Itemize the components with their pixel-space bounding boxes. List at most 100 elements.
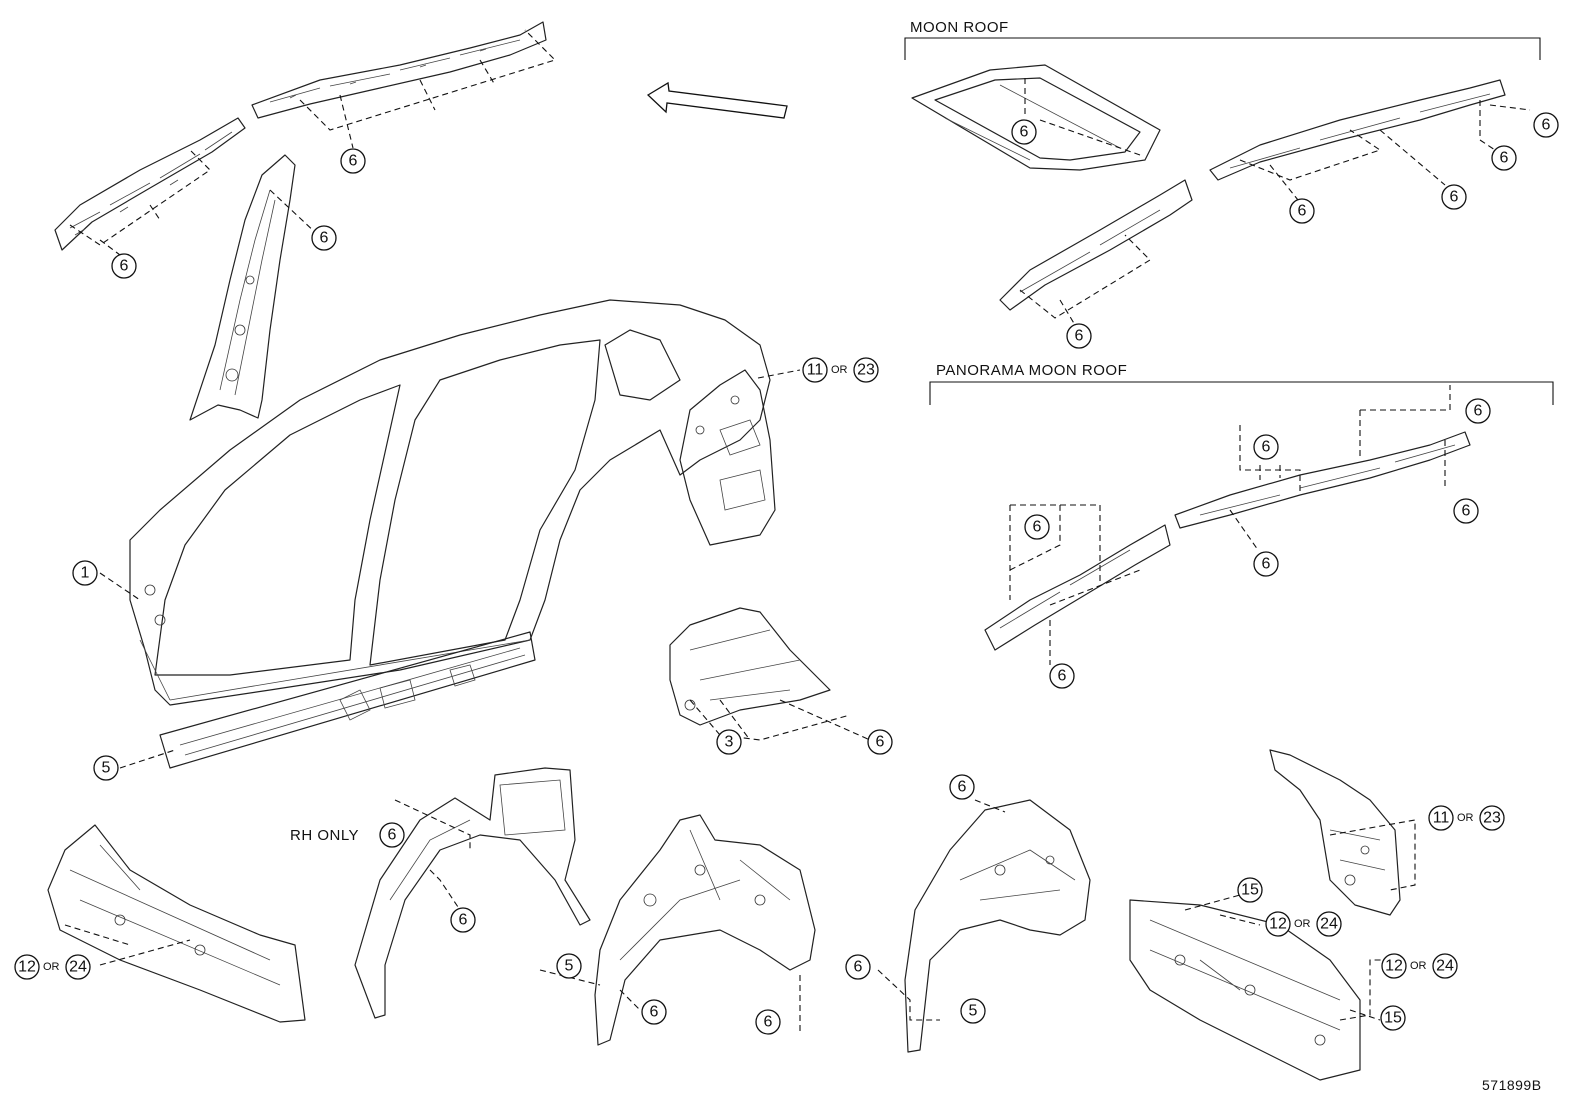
callout-alt-circle xyxy=(1316,911,1342,937)
callout-housing-6b: 6 xyxy=(845,954,871,980)
wheel-housing-inner xyxy=(594,814,816,1046)
roof-rail-front xyxy=(54,117,246,251)
callout-number: 6 xyxy=(1075,328,1084,345)
callout-floor-3: 3 xyxy=(716,729,742,755)
callout-number: 11 xyxy=(807,362,824,379)
moon-roof-rail-rear xyxy=(1209,79,1506,181)
rear-pillar-inner xyxy=(1269,749,1401,916)
callout-number: 6 xyxy=(349,153,358,170)
leader-rhonly xyxy=(394,799,471,911)
callout-number: 6 xyxy=(1262,439,1271,456)
callout-number: 12 xyxy=(1385,958,1403,975)
callout-number: 6 xyxy=(1058,668,1067,685)
callout-number: 6 xyxy=(1474,403,1483,420)
callout-circle xyxy=(1428,805,1454,831)
callout-back-15b: 15 xyxy=(1380,1005,1406,1031)
moon-roof-bracket xyxy=(904,37,1541,60)
leader-roofrail-front xyxy=(69,149,211,256)
callout-number: 3 xyxy=(725,734,734,751)
leader-moon-rail-front xyxy=(1019,234,1151,326)
rh-only-label: RH ONLY xyxy=(290,827,359,844)
callout-circle xyxy=(949,774,975,800)
callout-back-15a: 15 xyxy=(1237,877,1263,903)
callout-circle xyxy=(1253,434,1279,460)
quarter-inner xyxy=(904,799,1091,1053)
callout-number: 6 xyxy=(1462,503,1471,520)
callout-cowl: 12 OR 24 xyxy=(14,954,91,980)
callout-circle xyxy=(72,560,98,586)
callout-circle xyxy=(641,999,667,1025)
callout-moon-frame: 6 xyxy=(1011,119,1037,145)
callout-circle xyxy=(1381,953,1407,979)
callout-circle xyxy=(14,954,40,980)
callout-moon-rail-c: 6 xyxy=(1441,184,1467,210)
callout-number: 15 xyxy=(1384,1010,1402,1027)
callout-circle xyxy=(1289,198,1315,224)
callout-number: 6 xyxy=(120,258,129,275)
moon-roof-label: MOON ROOF xyxy=(910,19,1009,36)
callout-rhonly: 6 xyxy=(379,822,405,848)
leader-cowl xyxy=(64,924,191,966)
callout-number: 11 xyxy=(1433,810,1450,827)
panorama-rail-front xyxy=(984,524,1171,651)
panorama-bracket xyxy=(929,381,1554,405)
callout-number: 5 xyxy=(969,1003,978,1020)
callout-circle xyxy=(802,357,828,383)
callout-moon-rail-e: 6 xyxy=(1533,112,1559,138)
callout-housing-6a: 6 xyxy=(949,774,975,800)
callout-circle xyxy=(1253,551,1279,577)
callout-moon-rail-a: 6 xyxy=(1066,323,1092,349)
callout-number: 12 xyxy=(18,959,36,976)
callout-number: 1 xyxy=(81,565,90,582)
callout-circle xyxy=(845,954,871,980)
callout-alt-circle xyxy=(1479,805,1505,831)
callout-pano-c: 6 xyxy=(1253,434,1279,460)
callout-alt-circle xyxy=(853,357,879,383)
callout-circle xyxy=(1453,498,1479,524)
callout-alt-number: 23 xyxy=(1483,810,1501,827)
callout-number: 6 xyxy=(764,1014,773,1031)
callout-pano-b: 6 xyxy=(1049,663,1075,689)
body-side-outer xyxy=(129,299,776,706)
floor-side xyxy=(669,607,831,726)
moon-roof-rail-front xyxy=(999,179,1193,311)
callout-circle xyxy=(716,729,742,755)
callout-alt-circle xyxy=(65,954,91,980)
callout-number: 6 xyxy=(876,734,885,751)
callout-circle xyxy=(1265,911,1291,937)
callout-number: 6 xyxy=(320,230,329,247)
callout-circle xyxy=(340,148,366,174)
callout-inner-6b: 6 xyxy=(755,1009,781,1035)
callout-circle xyxy=(556,953,582,979)
callout-or: OR xyxy=(1410,960,1427,972)
callout-circle xyxy=(1011,119,1037,145)
rocker-inner xyxy=(159,631,536,769)
leader-rear-pillar xyxy=(1329,819,1416,891)
callout-circle xyxy=(755,1009,781,1035)
callout-circle xyxy=(450,907,476,933)
panorama-label: PANORAMA MOON ROOF xyxy=(936,362,1127,379)
callout-housing-5: 5 xyxy=(960,998,986,1024)
callout-number: 6 xyxy=(1298,203,1307,220)
callout-number: 6 xyxy=(1020,124,1029,141)
callout-pillar: 6 xyxy=(311,225,337,251)
callout-alt-circle xyxy=(1432,953,1458,979)
callout-moon-rail-b: 6 xyxy=(1289,198,1315,224)
callout-circle xyxy=(311,225,337,251)
callout-or: OR xyxy=(43,961,60,973)
leader-pano xyxy=(1009,385,1451,665)
callout-roofrail-l: 6 xyxy=(111,253,137,279)
callout-rocker: 5 xyxy=(93,755,119,781)
callout-number: 6 xyxy=(388,827,397,844)
leader-floor xyxy=(689,699,871,741)
callout-number: 6 xyxy=(854,959,863,976)
callout-or: OR xyxy=(1294,918,1311,930)
callout-number: 5 xyxy=(102,760,111,777)
callout-number: 6 xyxy=(1033,519,1042,536)
leader-back xyxy=(1184,894,1385,1021)
callout-alt-number: 24 xyxy=(69,959,87,976)
callout-number: 12 xyxy=(1269,916,1287,933)
